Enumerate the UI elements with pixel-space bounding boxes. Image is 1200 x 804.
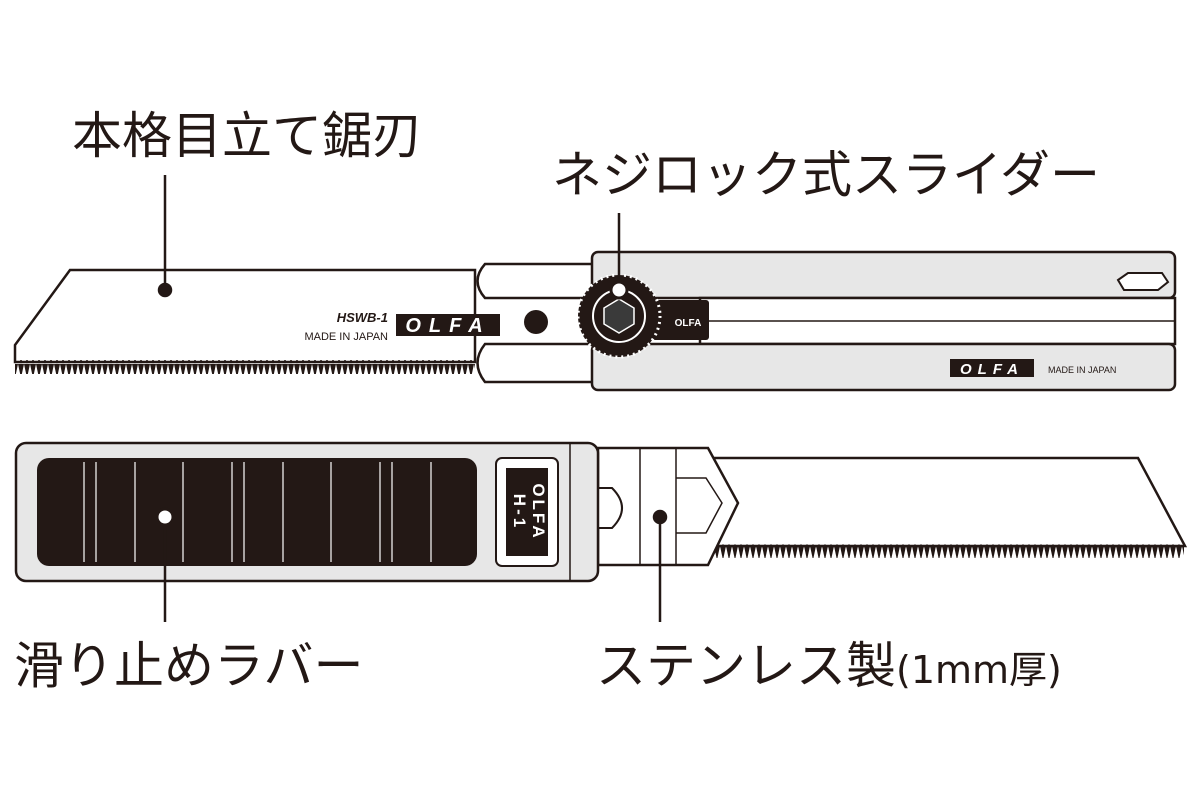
leader-lines: [157, 175, 668, 622]
handle-bottom-plate: [590, 342, 1177, 392]
lower-saw: OLFA H-1: [14, 441, 1188, 583]
rubber-grip-lines: [83, 462, 432, 562]
handle-top-plate: [590, 250, 1177, 300]
blade-model-label: HSWB-1: [337, 310, 388, 325]
leader-steel-dot: [652, 509, 668, 525]
callout-steel-main: ステンレス製: [596, 637, 896, 695]
handle-brand-logo: OLFA: [950, 359, 1034, 378]
ferrule-hook: [597, 487, 623, 529]
callout-slider: ネジロック式スライダー: [552, 146, 1100, 204]
leader-blade-type-dot: [157, 282, 173, 298]
blade-brand-text: OLFA: [405, 315, 490, 337]
leader-slider-dot: [609, 280, 629, 300]
upper-rail-top: [476, 262, 602, 300]
handle-brand-text: OLFA: [960, 361, 1024, 378]
handle-origin-label: MADE IN JAPAN: [1048, 365, 1116, 375]
upper-rail-bottom: [476, 342, 602, 384]
rubber-grip: [37, 458, 477, 566]
upper-saw: [13, 250, 1177, 392]
tab-brand-label: OLFA: [675, 318, 702, 329]
leader-rubber-dot: [155, 507, 175, 527]
callout-rubber: 滑り止めラバー: [14, 637, 364, 695]
callout-blade-type: 本格目立て鋸刃: [72, 107, 422, 165]
handle-clip: [1116, 272, 1170, 291]
callout-steel-thickness: (1mm厚): [896, 648, 1062, 692]
callout-steel: ステンレス製(1mm厚): [596, 641, 1062, 691]
lower-blade: [698, 456, 1188, 548]
blade-origin-label: MADE IN JAPAN: [304, 331, 388, 343]
upper-blade-teeth: [15, 360, 475, 374]
lower-blade-teeth: [712, 544, 1184, 558]
badge-brand-text: OLFA: [529, 483, 548, 540]
badge-model-text: H-1: [510, 494, 529, 530]
model-badge: OLFA H-1: [495, 457, 559, 567]
blade-rivet: [524, 310, 548, 334]
screw-lock-knob: [576, 273, 662, 359]
blade-brand-logo: OLFA: [396, 314, 500, 337]
